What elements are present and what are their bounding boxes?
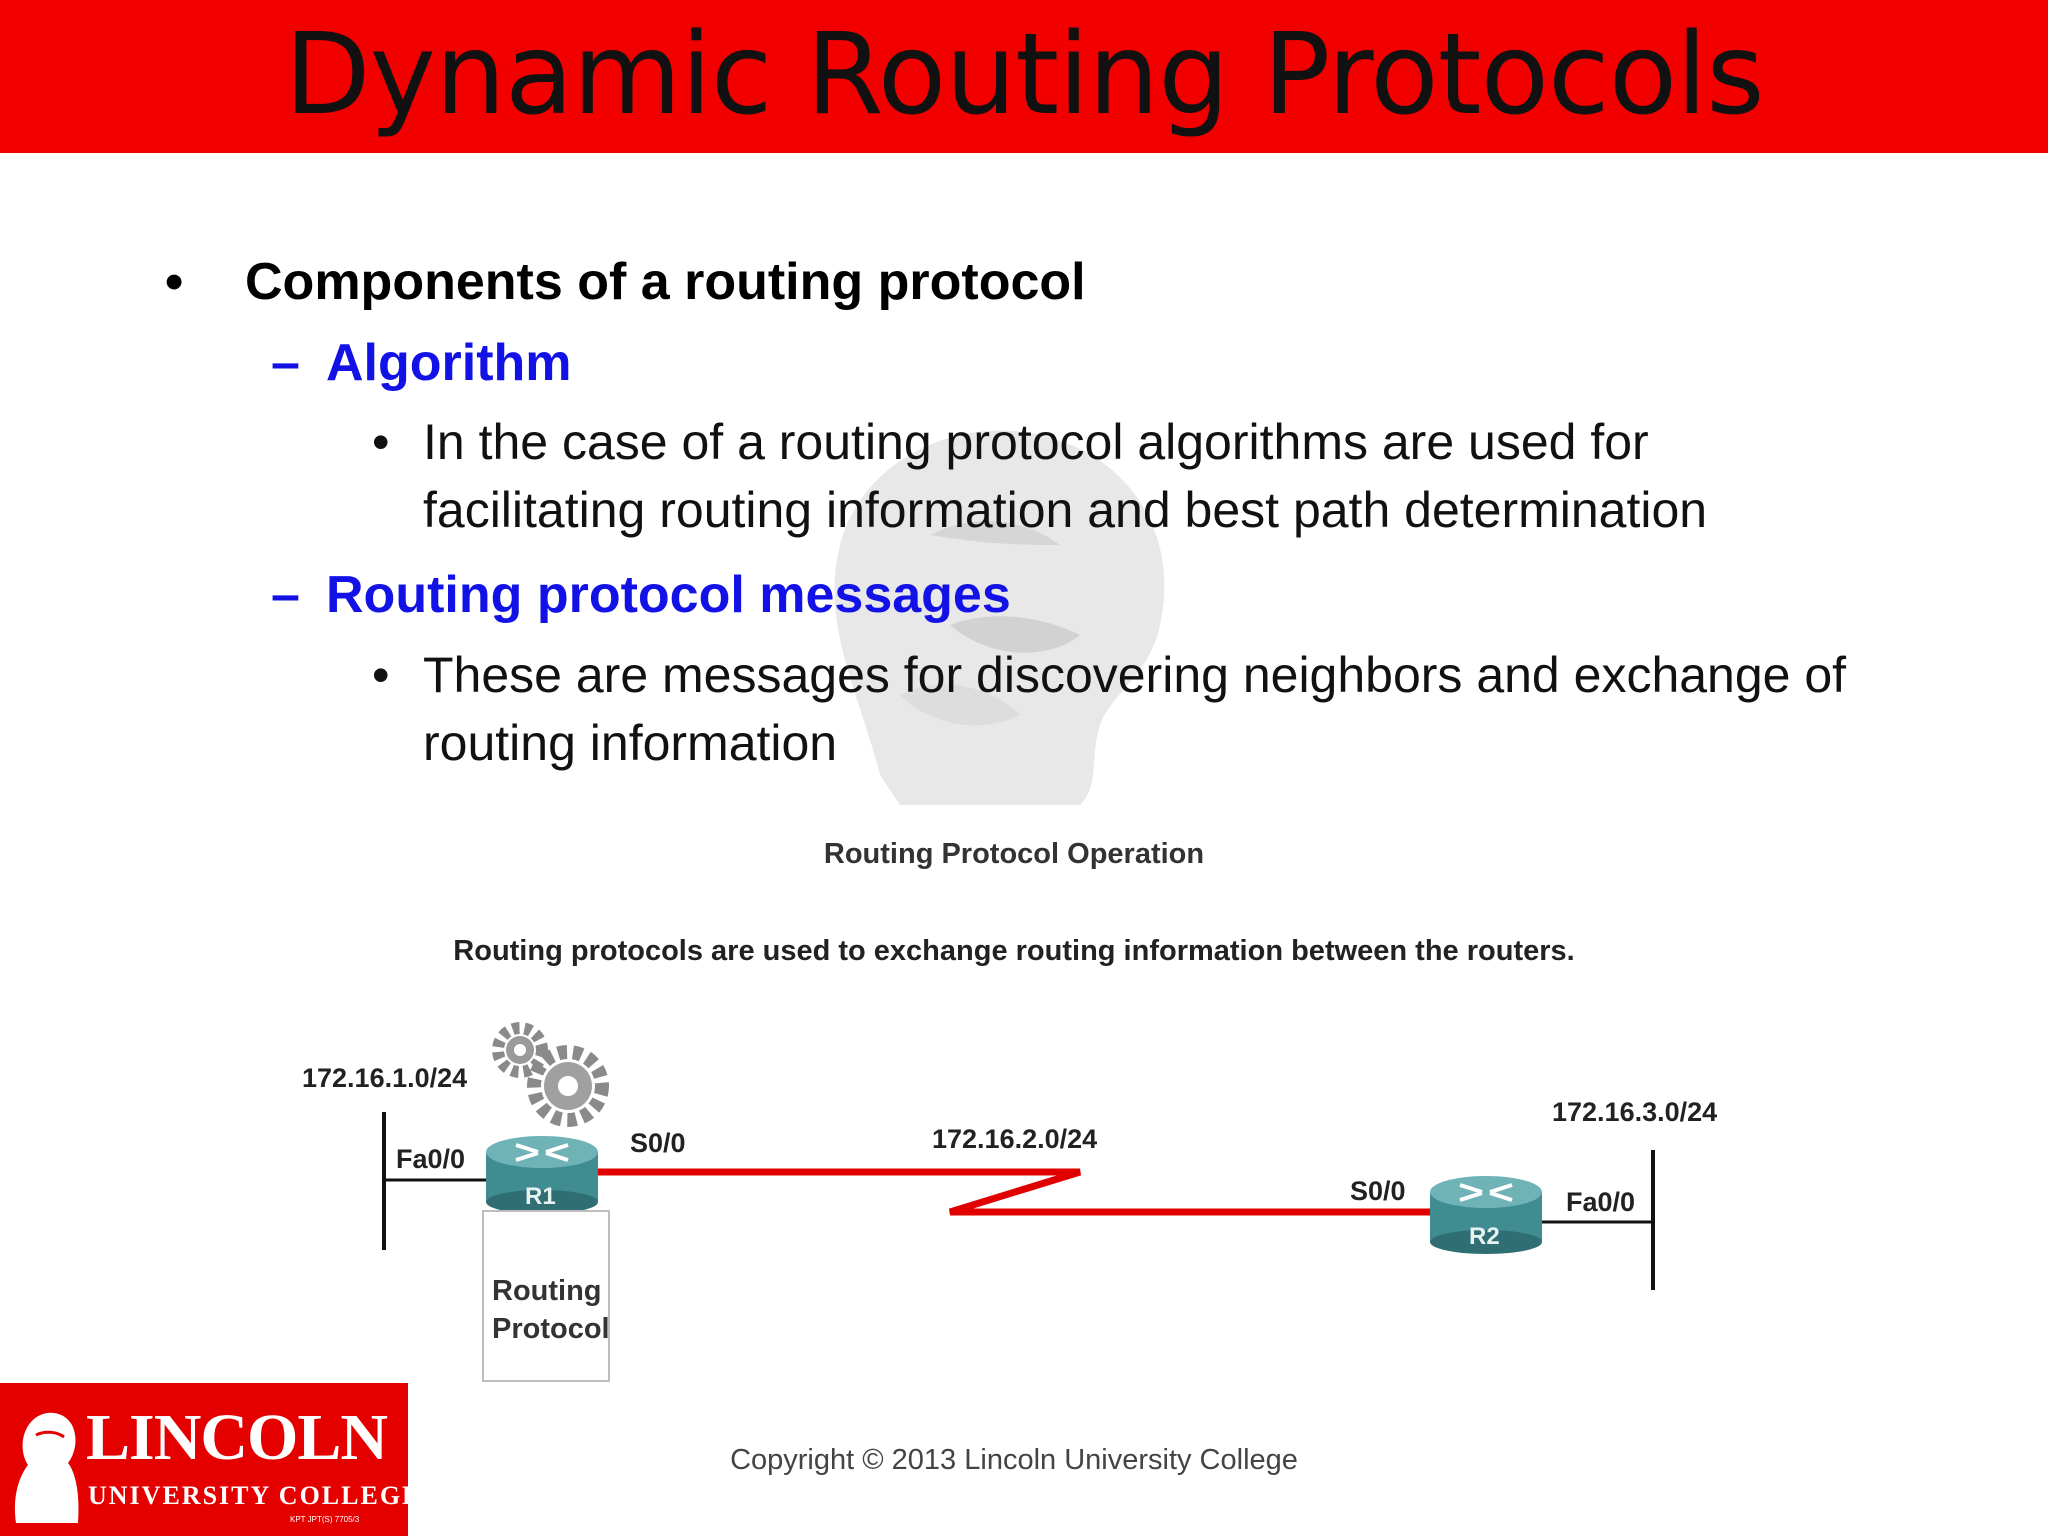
copyright: Copyright © 2013 Lincoln University Coll… bbox=[730, 1444, 1298, 1476]
r2-fa-label: Fa0/0 bbox=[1566, 1187, 1636, 1217]
diagram-title: Routing Protocol Operation bbox=[823, 838, 1205, 870]
gear-icon bbox=[527, 1045, 609, 1127]
middle-network-label: 172.16.2.0/24 bbox=[932, 1124, 1098, 1154]
logo-sub: UNIVERSITY COLLEGE bbox=[88, 1481, 422, 1510]
router-r2-icon bbox=[1430, 1176, 1542, 1254]
serial-link bbox=[595, 1168, 1440, 1216]
router-r2-label: R2 bbox=[1469, 1223, 1500, 1250]
note-line-1: Routing bbox=[492, 1275, 602, 1307]
logo-tag: KPT JPT(S) 7705/3 bbox=[290, 1515, 360, 1524]
logo-bust-icon bbox=[14, 1412, 79, 1523]
router-r1-icon bbox=[486, 1136, 598, 1214]
r1-fa-label: Fa0/0 bbox=[396, 1144, 466, 1174]
left-network-label: 172.16.1.0/24 bbox=[302, 1063, 468, 1093]
logo-name: LINCOLN bbox=[86, 1401, 388, 1474]
routing-protocol-note: Routing Protocol bbox=[482, 1210, 610, 1382]
r2-serial-label: S0/0 bbox=[1350, 1176, 1406, 1206]
right-network-label: 172.16.3.0/24 bbox=[1552, 1097, 1718, 1127]
note-line-2: Protocol bbox=[492, 1313, 610, 1345]
lincoln-logo: LINCOLN UNIVERSITY COLLEGE KPT JPT(S) 77… bbox=[0, 1383, 419, 1536]
title-bar bbox=[0, 0, 2048, 153]
router-r1-label: R1 bbox=[525, 1183, 556, 1210]
r1-serial-label: S0/0 bbox=[630, 1128, 686, 1158]
slide-title: Dynamic Routing Protocols bbox=[284, 10, 1764, 140]
diagram-caption: Routing protocols are used to exchange r… bbox=[453, 935, 1575, 967]
gear-icon bbox=[492, 1022, 548, 1078]
watermark-bust bbox=[834, 430, 1165, 805]
